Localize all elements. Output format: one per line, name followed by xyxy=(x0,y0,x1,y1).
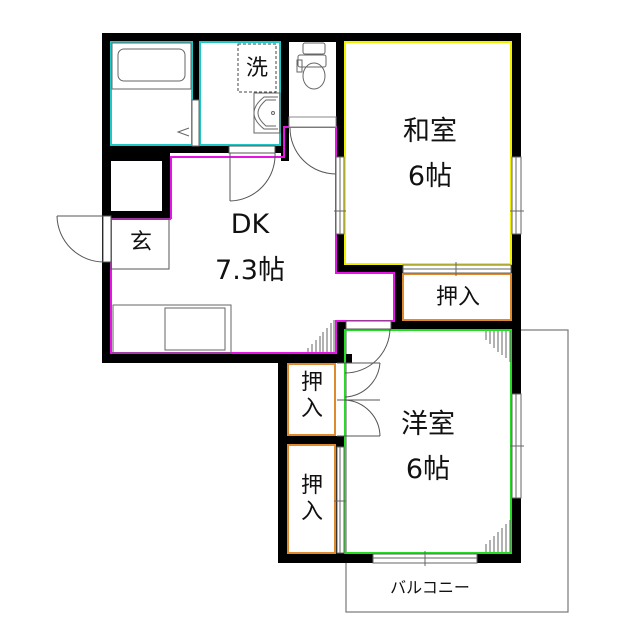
oshiire-1-border xyxy=(402,273,512,321)
dk-border xyxy=(110,126,395,354)
youshitsu-border xyxy=(344,329,512,554)
bath-door xyxy=(191,99,200,147)
washer-space xyxy=(237,43,277,93)
washitsu-border xyxy=(344,41,512,265)
door-swing-icon xyxy=(56,127,392,437)
toilet-icon xyxy=(296,42,327,90)
senmen-label: 洗 xyxy=(245,56,268,81)
washitsu-size: 6帖 xyxy=(407,161,453,192)
window-icon xyxy=(334,156,524,566)
genkan-label: 玄 xyxy=(129,230,152,255)
bathtub-icon xyxy=(111,42,192,137)
bathroom-border xyxy=(110,41,193,146)
oshiire-3-label: 押入 xyxy=(297,473,322,525)
oshiire-2-border xyxy=(287,363,336,436)
youshitsu-size: 6帖 xyxy=(405,454,451,485)
hatch-marks xyxy=(307,320,511,552)
youshitsu-name: 洋室 xyxy=(401,409,455,440)
oshiire-1-label: 押入 xyxy=(435,285,480,310)
washbasin-icon xyxy=(253,92,281,134)
balcony-label: バルコニー xyxy=(390,578,470,597)
dk-size: 7.3帖 xyxy=(215,255,285,286)
washitsu-name: 和室 xyxy=(403,116,457,147)
oshiire-2-label: 押入 xyxy=(297,370,322,422)
oshiire-3-border xyxy=(287,444,336,554)
kitchen-sink-icon xyxy=(112,304,232,354)
dk-name: DK xyxy=(230,209,270,240)
